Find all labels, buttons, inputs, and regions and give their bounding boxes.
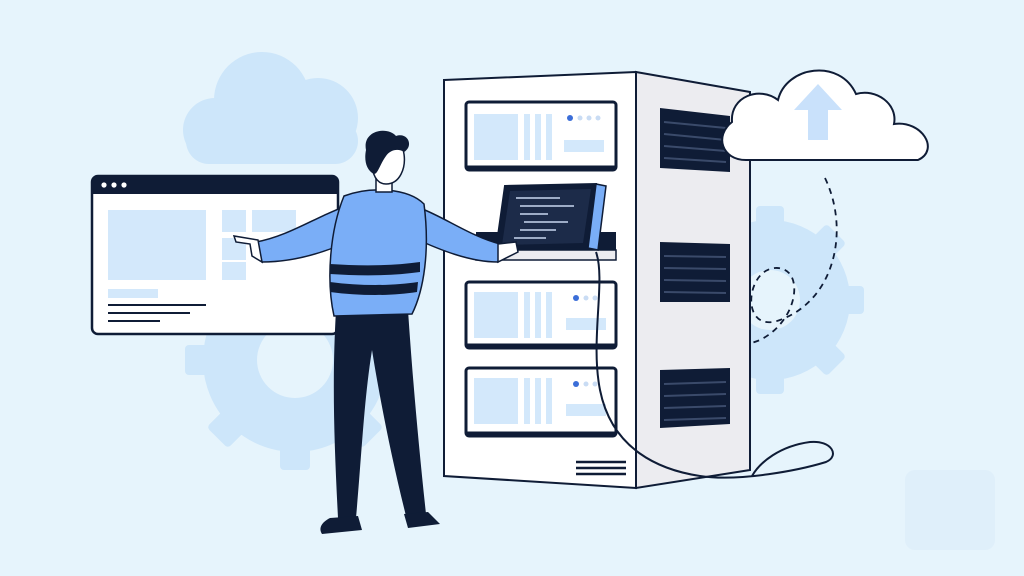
person-torso	[329, 189, 428, 317]
person-figure	[232, 130, 519, 534]
person-hair	[365, 130, 410, 174]
server-unit-top	[464, 100, 618, 172]
person-legs	[333, 310, 426, 518]
laptop-icon	[494, 182, 607, 252]
server-vent-bottom	[660, 368, 730, 428]
cloud-upload-icon	[721, 69, 929, 161]
person-sweater-stripe-1	[330, 262, 420, 276]
browser-window-icon	[90, 174, 340, 336]
person-shoe-right	[404, 512, 440, 528]
person-shoe-left	[320, 516, 362, 534]
person-hand-left	[232, 235, 264, 264]
person-hand-right	[497, 241, 519, 264]
server-vent-middle	[660, 242, 730, 302]
code-lines	[514, 197, 574, 239]
person-sweater-stripe-2	[330, 282, 418, 295]
server-unit-middle	[464, 280, 618, 350]
server-unit-bottom	[464, 366, 618, 438]
server-vent-top	[660, 108, 730, 172]
background-decor-block	[905, 470, 995, 550]
server-floor-vent	[576, 460, 626, 476]
background-cloud-icon	[183, 52, 358, 164]
network-cable	[595, 251, 834, 479]
